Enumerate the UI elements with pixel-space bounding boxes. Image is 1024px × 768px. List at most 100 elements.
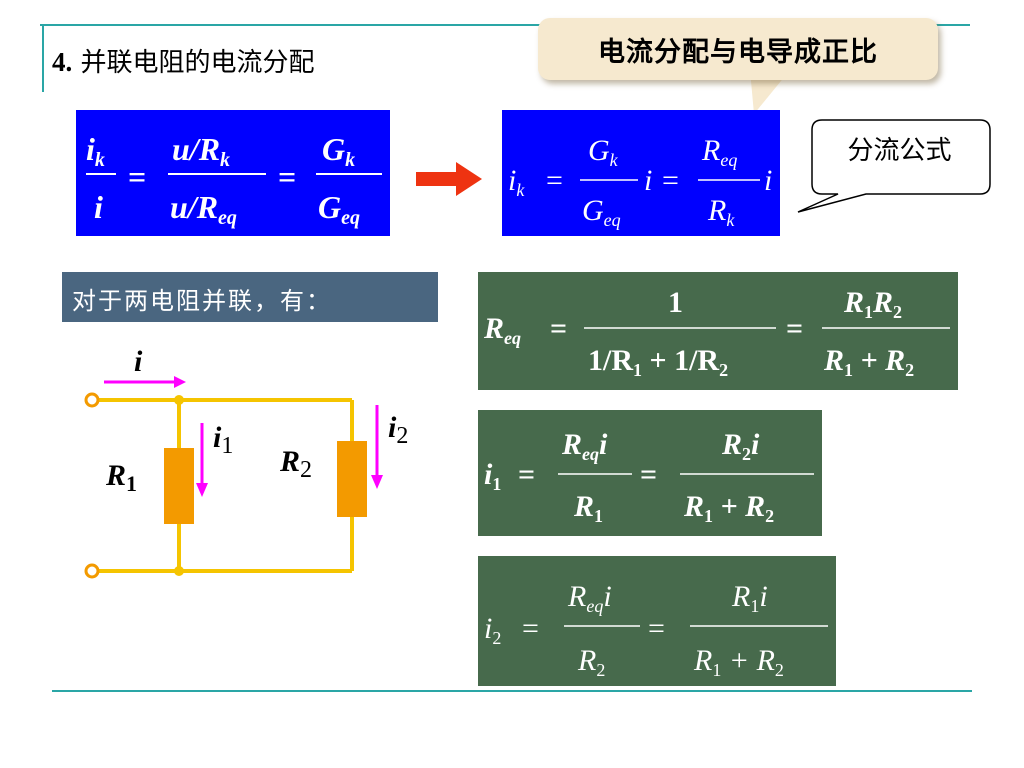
junction-top	[174, 395, 184, 405]
f2-a-num: G	[588, 134, 610, 167]
f4-lhs: i	[484, 458, 493, 491]
f2-a-tail: i	[644, 164, 652, 197]
f5-a-den: R	[577, 644, 596, 677]
f4-b-num-tail: i	[751, 428, 760, 461]
f5-b-num-tail: i	[759, 580, 767, 613]
f4-b-den-mid: + R	[713, 490, 765, 523]
f3-r-den: R	[823, 344, 844, 377]
callout-box: 电流分配与电导成正比	[538, 18, 938, 80]
f4-lhs-sub: 1	[492, 474, 501, 494]
f3-r-den-mid: + R	[853, 344, 905, 377]
f5-a-den-sub: 2	[596, 660, 605, 680]
svg-text:R1 + R2: R1 + R2	[693, 644, 784, 680]
current-arrow-i2	[371, 475, 383, 489]
formula-box-5	[478, 556, 836, 686]
title-text: 并联电阻的电流分配	[80, 48, 315, 78]
svg-text:Gk: Gk	[588, 134, 619, 170]
label-r1-sub: 1	[126, 471, 137, 496]
svg-text:i1: i1	[213, 421, 233, 459]
svg-text:R1 + R2: R1 + R2	[823, 344, 914, 380]
f1-mid-den-sub: eq	[218, 207, 237, 229]
f3-num: 1	[668, 286, 683, 319]
formula-5: i2 = Reqi R2 = R1i R1 + R2	[484, 580, 828, 680]
f1-rhs-num: G	[322, 131, 345, 167]
top-rule	[40, 24, 970, 26]
f3-eq-2: =	[786, 312, 803, 345]
svg-text:R1: R1	[573, 490, 603, 526]
f4-eq-1: =	[518, 458, 535, 491]
f4-a-num: R	[561, 428, 582, 461]
svg-text:R1: R1	[105, 459, 137, 496]
label-r2-sub: 2	[300, 457, 312, 483]
f5-a-num-sub: eq	[586, 596, 603, 616]
f2-a-den: G	[582, 194, 604, 227]
f2-eq-1: =	[546, 164, 563, 197]
svg-text:Req: Req	[483, 312, 521, 348]
formula-1: ik i = u/Rk u/Req = Gk Geq	[86, 131, 382, 229]
circuit-diagram: i i1 i2 R1 R2	[84, 345, 408, 579]
f2-a-num-sub: k	[610, 150, 619, 170]
f5-a-num-tail: i	[603, 580, 611, 613]
svg-text:Rk: Rk	[707, 194, 735, 230]
terminal-bottom	[84, 563, 100, 579]
f2-b-den: R	[707, 194, 726, 227]
formula-box-2	[502, 110, 780, 236]
f4-b-den-sub2: 2	[765, 506, 774, 526]
svg-text:Gk: Gk	[322, 131, 355, 171]
svg-text:Geq: Geq	[318, 189, 360, 229]
speech-bubble	[797, 119, 991, 213]
f2-b-den-sub: k	[726, 210, 735, 230]
f5-b-num-sub: 1	[750, 596, 759, 616]
f5-b-den-sub1: 1	[712, 660, 721, 680]
resistor-r1	[164, 448, 194, 524]
f5-eq-1: =	[522, 612, 539, 645]
f5-b-den-mid: + R	[721, 644, 775, 677]
svg-text:R2: R2	[577, 644, 605, 680]
f2-lhs-sub: k	[516, 180, 525, 200]
f3-r-den-sub1: 1	[844, 360, 853, 380]
bubble-text: 分流公式	[847, 136, 952, 166]
callout-text: 电流分配与电导成正比	[598, 37, 878, 68]
f1-mid-den: u/R	[170, 189, 218, 225]
svg-text:R1i: R1i	[731, 580, 768, 616]
formula-4: i1 = Reqi R1 = R2i R1 + R2	[484, 428, 814, 526]
f3-den-mid: + 1/R	[642, 344, 719, 377]
label-r1: R	[105, 459, 126, 492]
f4-a-num-tail: i	[599, 428, 608, 461]
f1-eq-2: =	[278, 159, 296, 195]
f3-den-sub2: 2	[719, 360, 728, 380]
svg-text:R1 + R2: R1 + R2	[683, 490, 774, 526]
f5-eq-2: =	[648, 612, 665, 645]
f3-r-den-sub2: 2	[905, 360, 914, 380]
label-r2: R	[279, 445, 300, 478]
f1-rhs-den: G	[318, 189, 341, 225]
svg-text:R1R2: R1R2	[843, 286, 902, 322]
f2-lhs: i	[508, 164, 516, 197]
f1-rhs-num-sub: k	[345, 149, 355, 171]
f2-b-num-sub: eq	[720, 150, 737, 170]
f3-lhs: R	[483, 312, 504, 345]
svg-text:u/Req: u/Req	[170, 189, 237, 229]
f1-lhs-num: i	[86, 131, 95, 167]
f4-b-den: R	[683, 490, 704, 523]
formula-box-4	[478, 410, 822, 536]
f4-b-num-sub: 2	[742, 444, 751, 464]
f3-den-sub1: 1	[633, 360, 642, 380]
f3-lhs-sub: eq	[504, 328, 521, 348]
f1-mid-num: u/R	[172, 131, 220, 167]
f1-mid-num-sub: k	[220, 149, 230, 171]
f5-a-num: R	[567, 580, 586, 613]
f4-b-num: R	[721, 428, 742, 461]
formula-2: ik = Gk Geq i = Req Rk i	[508, 134, 772, 230]
f5-lhs-sub: 2	[492, 628, 501, 648]
resistor-r2	[337, 441, 367, 517]
label-i2-sub: 2	[396, 423, 408, 449]
svg-text:i2: i2	[484, 612, 501, 648]
right-arrow-icon	[416, 162, 482, 196]
label-i2: i	[388, 411, 397, 444]
f4-a-den-sub: 1	[594, 506, 603, 526]
svg-text:Req: Req	[701, 134, 737, 170]
f5-b-num: R	[731, 580, 750, 613]
f4-eq-2: =	[640, 458, 657, 491]
f2-b-tail: i	[764, 164, 772, 197]
